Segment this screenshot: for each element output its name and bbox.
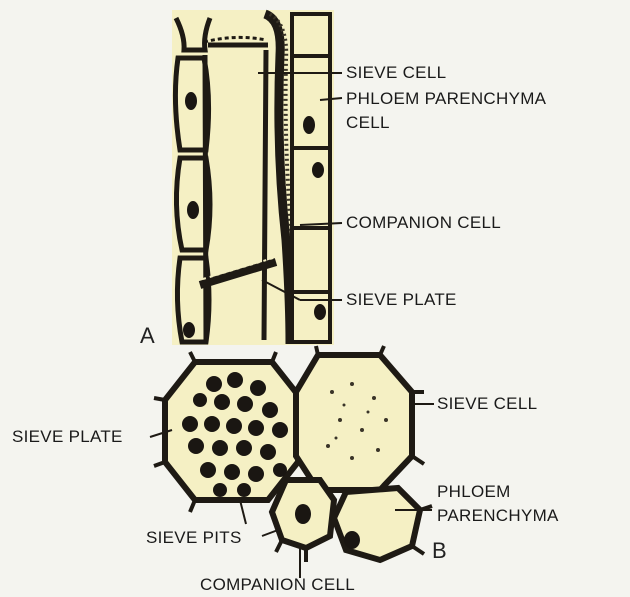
label-b-phloem-parenchyma-line1: PHLOEM — [437, 481, 511, 503]
nucleus — [312, 162, 324, 178]
nucleus — [295, 504, 311, 524]
right-parenchyma-column — [292, 14, 330, 342]
label-a-phloem-parenchyma-line2: CELL — [346, 112, 390, 134]
panel-label-a: A — [140, 325, 155, 347]
label-b-phloem-parenchyma-line2: PARENCHYMA — [437, 505, 559, 527]
longitudinal-section-a — [172, 10, 342, 345]
phloem-parenchyma-b — [334, 488, 420, 560]
nucleus — [314, 304, 326, 320]
nucleus — [183, 322, 195, 338]
label-b-companion-cell: COMPANION CELL — [200, 574, 355, 596]
label-b-sieve-plate: SIEVE PLATE — [12, 426, 123, 448]
label-b-sieve-cell: SIEVE CELL — [437, 393, 537, 415]
nucleus — [344, 531, 360, 549]
nucleus — [185, 92, 197, 110]
label-b-sieve-pits: SIEVE PITS — [146, 527, 242, 549]
panel-label-b: B — [432, 540, 447, 562]
sieve-cell-large — [296, 355, 412, 490]
nucleus — [187, 201, 199, 219]
label-a-sieve-plate: SIEVE PLATE — [346, 289, 457, 311]
nucleus — [303, 116, 315, 134]
companion-cell-b — [272, 480, 334, 548]
sieve-cell-with-plate — [165, 362, 302, 500]
label-a-phloem-parenchyma-line1: PHLOEM PARENCHYMA — [346, 88, 546, 110]
label-a-companion-cell: COMPANION CELL — [346, 212, 501, 234]
label-a-sieve-cell: SIEVE CELL — [346, 62, 446, 84]
